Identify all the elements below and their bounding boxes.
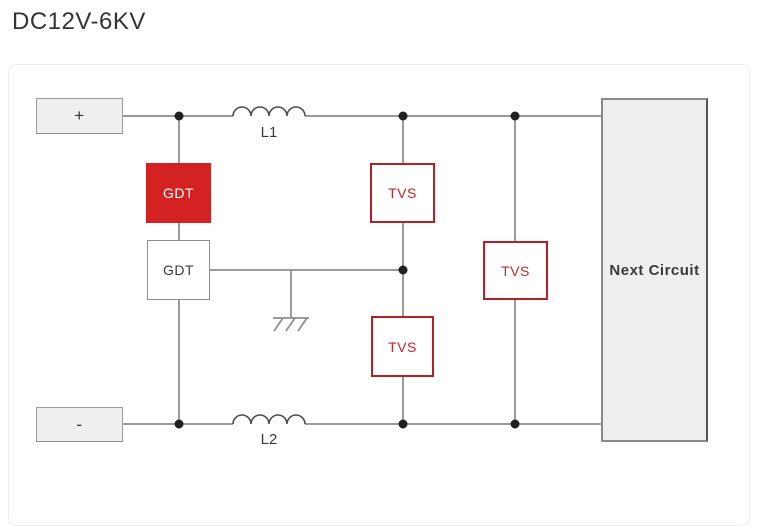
gdt-component-primary: GDT <box>146 163 211 223</box>
junction-dots <box>174 111 520 429</box>
junction-dot <box>398 265 408 275</box>
tvs-component-mid: TVS <box>371 316 434 377</box>
inductor-l2-coil-icon <box>232 414 306 425</box>
junction-dot <box>398 419 408 429</box>
tvs-mid-label: TVS <box>388 338 417 355</box>
junction-dot <box>174 419 184 429</box>
next-circuit-block: Next Circuit <box>601 98 708 442</box>
tvs-output-label: TVS <box>501 262 530 279</box>
junction-dot <box>174 111 184 121</box>
inductor-l2-label: L2 <box>260 431 278 448</box>
gdt-component-secondary: GDT <box>147 240 210 300</box>
terminal-positive: + <box>36 98 123 134</box>
inductor-l1-coil-icon <box>232 106 306 117</box>
tvs-component-line: TVS <box>370 163 435 223</box>
gdt-primary-label: GDT <box>162 185 195 201</box>
earth-ground-icon <box>273 270 309 332</box>
tvs-component-output: TVS <box>483 241 548 300</box>
inductor-l1-label: L1 <box>260 124 278 141</box>
junction-dot <box>398 111 408 121</box>
page-title: DC12V-6KV <box>12 8 146 35</box>
circuit-diagram: + - GDT GDT TVS TVS TVS Next Circuit L1 … <box>36 98 708 448</box>
gdt-secondary-label: GDT <box>162 262 195 278</box>
terminal-negative-label: - <box>76 414 83 434</box>
terminal-negative: - <box>36 407 123 442</box>
terminal-positive-label: + <box>74 106 85 125</box>
tvs-line-label: TVS <box>388 185 417 201</box>
next-circuit-label: Next Circuit <box>609 261 700 279</box>
junction-dot <box>510 419 520 429</box>
junction-dot <box>510 111 520 121</box>
